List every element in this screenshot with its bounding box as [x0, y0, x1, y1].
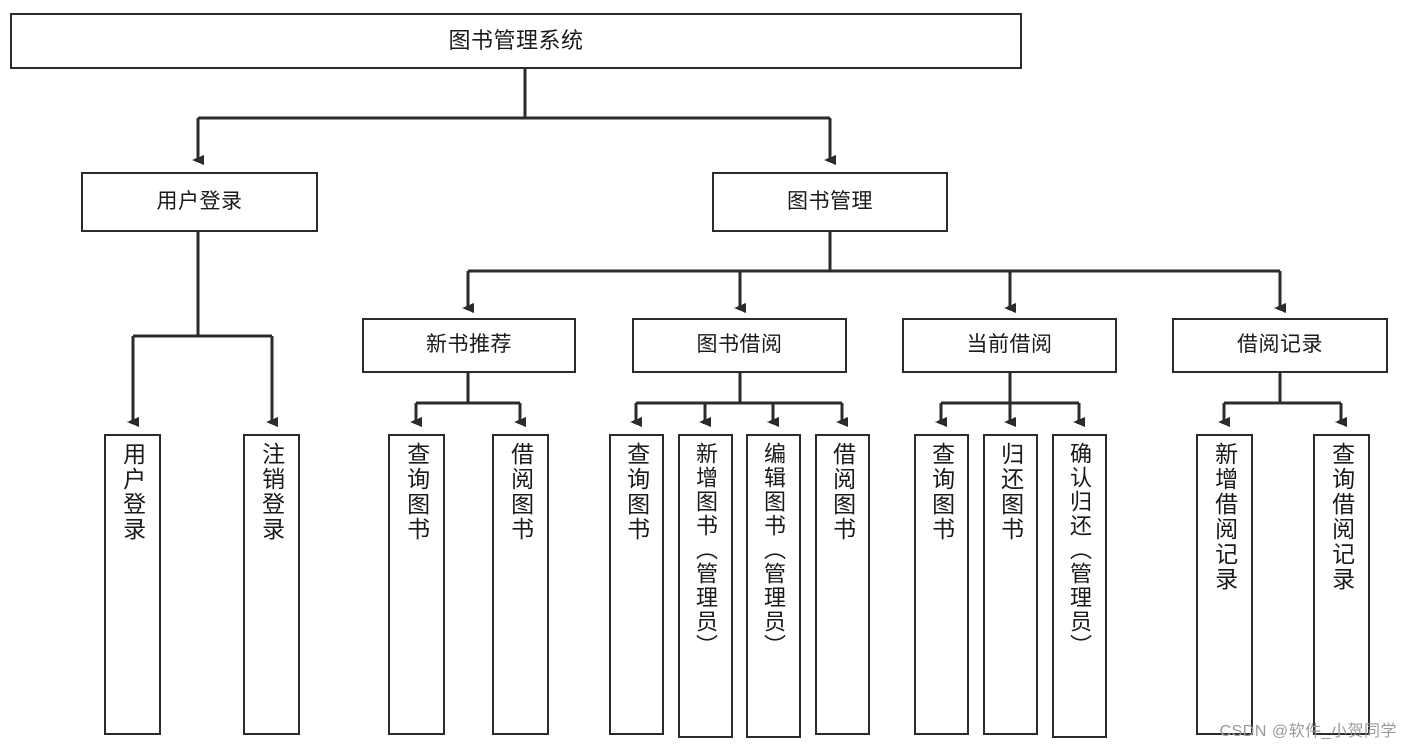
node-root[interactable]: 图书管理系统 — [10, 13, 1022, 69]
node-leaf-query-borrow-record-label: 查询借阅记录 — [1328, 442, 1355, 592]
node-leaf-borrow-book-label: 借阅图书 — [829, 442, 856, 542]
node-book-borrow-label: 图书借阅 — [696, 333, 783, 357]
node-new-book-recommend-label: 新书推荐 — [426, 333, 512, 357]
node-new-book-recommend[interactable]: 新书推荐 — [362, 318, 576, 373]
node-leaf-edit-book-admin-label: 编辑图书（管理员） — [761, 442, 787, 658]
node-book-borrow[interactable]: 图书借阅 — [632, 318, 847, 373]
node-leaf-return-book-label: 归还图书 — [997, 442, 1024, 542]
node-leaf-borrow-query-book[interactable]: 查询图书 — [609, 434, 664, 735]
node-leaf-current-query-book-label: 查询图书 — [928, 442, 955, 542]
node-leaf-recommend-borrow-book[interactable]: 借阅图书 — [492, 434, 549, 735]
node-leaf-add-book-admin-label: 新增图书（管理员） — [693, 442, 719, 658]
node-book-manage-label: 图书管理 — [787, 189, 873, 213]
node-leaf-confirm-return-admin-label: 确认归还（管理员） — [1067, 442, 1093, 658]
node-user-login-label: 用户登录 — [156, 189, 243, 213]
node-leaf-user-login[interactable]: 用户登录 — [104, 434, 161, 735]
node-leaf-current-query-book[interactable]: 查询图书 — [914, 434, 969, 735]
node-leaf-user-login-label: 用户登录 — [119, 442, 146, 542]
node-leaf-return-book[interactable]: 归还图书 — [983, 434, 1038, 735]
node-borrow-record-label: 借阅记录 — [1237, 333, 1323, 357]
node-current-borrow[interactable]: 当前借阅 — [902, 318, 1117, 373]
node-borrow-record[interactable]: 借阅记录 — [1172, 318, 1388, 373]
node-leaf-add-book-admin[interactable]: 新增图书（管理员） — [678, 434, 733, 738]
node-leaf-recommend-borrow-book-label: 借阅图书 — [507, 442, 534, 542]
node-leaf-confirm-return-admin[interactable]: 确认归还（管理员） — [1052, 434, 1107, 738]
node-leaf-edit-book-admin[interactable]: 编辑图书（管理员） — [746, 434, 801, 738]
node-leaf-add-borrow-record[interactable]: 新增借阅记录 — [1196, 434, 1253, 735]
node-root-label: 图书管理系统 — [448, 28, 584, 54]
node-leaf-query-borrow-record[interactable]: 查询借阅记录 — [1313, 434, 1370, 735]
node-leaf-add-borrow-record-label: 新增借阅记录 — [1211, 442, 1238, 592]
node-user-login[interactable]: 用户登录 — [81, 172, 318, 232]
node-leaf-borrow-book[interactable]: 借阅图书 — [815, 434, 870, 735]
node-leaf-logout[interactable]: 注销登录 — [243, 434, 300, 735]
node-leaf-recommend-query-book[interactable]: 查询图书 — [388, 434, 445, 735]
node-leaf-logout-label: 注销登录 — [258, 442, 285, 542]
node-current-borrow-label: 当前借阅 — [966, 333, 1053, 357]
node-leaf-borrow-query-book-label: 查询图书 — [623, 442, 650, 542]
node-leaf-recommend-query-book-label: 查询图书 — [403, 442, 430, 542]
node-book-manage[interactable]: 图书管理 — [712, 172, 948, 232]
